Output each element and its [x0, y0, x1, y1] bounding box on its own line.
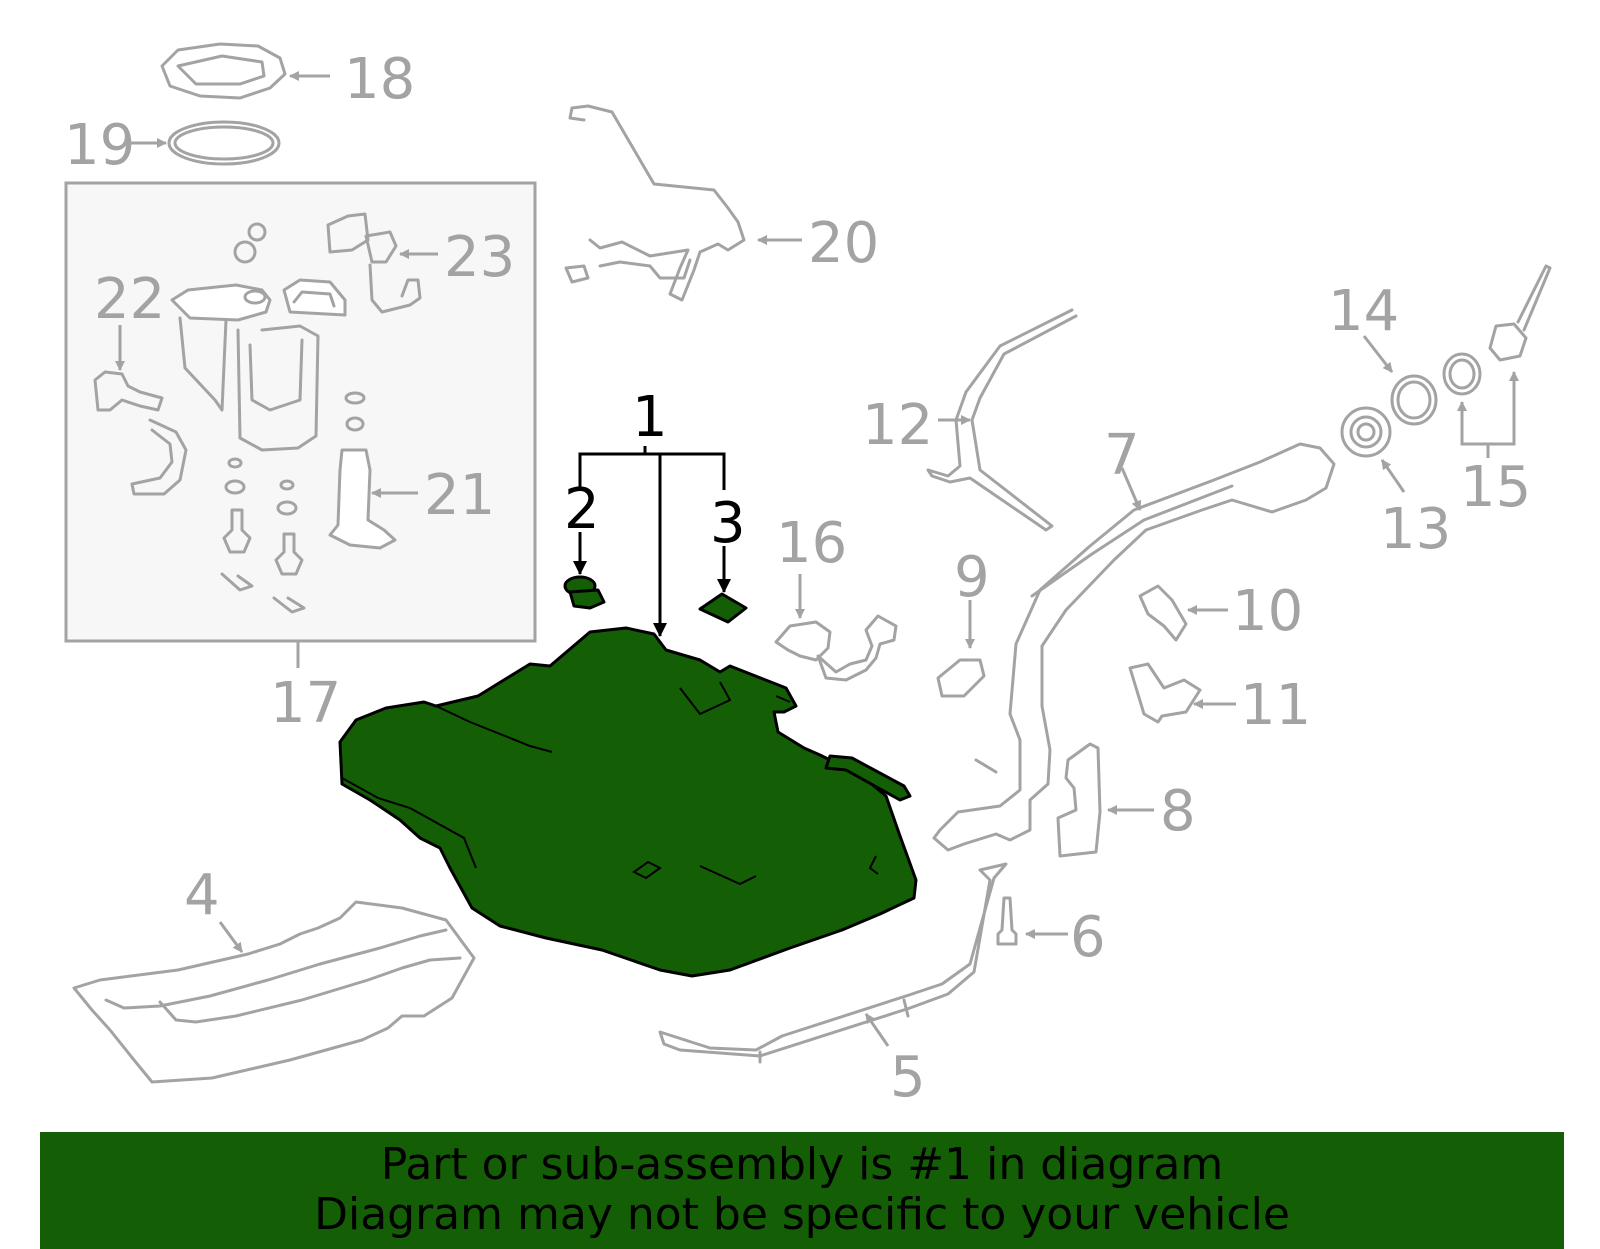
bracket-8-part	[1056, 742, 1154, 858]
fuel-tank-highlighted	[338, 626, 918, 978]
callout-13: 13	[1380, 497, 1451, 562]
gasket-part	[130, 120, 281, 166]
callout-11: 11	[1240, 673, 1311, 738]
tank-plug-highlighted	[563, 575, 606, 610]
tank-protector-part	[72, 900, 476, 1084]
callout-20: 20	[808, 211, 879, 276]
retainer-ring-part	[160, 42, 330, 100]
callout-21: 21	[424, 463, 495, 528]
bracket-9-part	[936, 600, 986, 698]
callout-19: 19	[64, 113, 135, 178]
bracket-10-part	[1138, 584, 1228, 642]
filler-ring-part	[1362, 335, 1438, 426]
callout-18: 18	[344, 47, 415, 112]
sensor-harness-part	[774, 574, 898, 682]
callout-8: 8	[1160, 779, 1196, 844]
tank-pad-highlighted	[698, 592, 748, 624]
fuel-pump-module-part	[93, 212, 438, 614]
callout-3: 3	[710, 491, 746, 556]
banner-line-2: Diagram may not be specific to your vehi…	[314, 1189, 1290, 1240]
callout-16: 16	[776, 511, 847, 576]
bolt-part	[996, 896, 1068, 946]
parts-diagram: 1 2 3 4 5 6 7 8 9 10 11 12 13 14 15 16 1…	[64, 42, 1552, 1110]
callout-12: 12	[862, 393, 933, 458]
callout-4: 4	[184, 863, 220, 928]
vapor-hose-part	[564, 104, 802, 302]
callout-5: 5	[890, 1045, 926, 1110]
callout-10: 10	[1232, 579, 1303, 644]
bracket-11-part	[1128, 662, 1236, 724]
filler-seal-part	[1340, 406, 1406, 493]
filler-cap-part	[1442, 264, 1552, 458]
callout-2: 2	[564, 477, 600, 542]
filler-pipe-part	[932, 442, 1336, 852]
callout-9: 9	[954, 545, 990, 610]
callout-15: 15	[1460, 455, 1531, 520]
vent-line-part	[926, 308, 1078, 532]
callout-labels: 1 2 3 4 5 6 7 8 9 10 11 12 13 14 15 16 1…	[64, 47, 1531, 1110]
highlight-leaders	[573, 446, 731, 637]
tank-strap-part	[658, 862, 1008, 1064]
callout-22: 22	[94, 267, 165, 332]
callout-1: 1	[632, 385, 668, 450]
callout-6: 6	[1070, 905, 1106, 970]
info-banner: Part or sub-assembly is #1 in diagram Di…	[40, 1132, 1564, 1249]
callout-23: 23	[444, 225, 515, 290]
callout-17: 17	[270, 671, 341, 736]
banner-line-1: Part or sub-assembly is #1 in diagram	[380, 1139, 1224, 1190]
callout-14: 14	[1328, 279, 1399, 344]
callout-7: 7	[1104, 423, 1140, 488]
